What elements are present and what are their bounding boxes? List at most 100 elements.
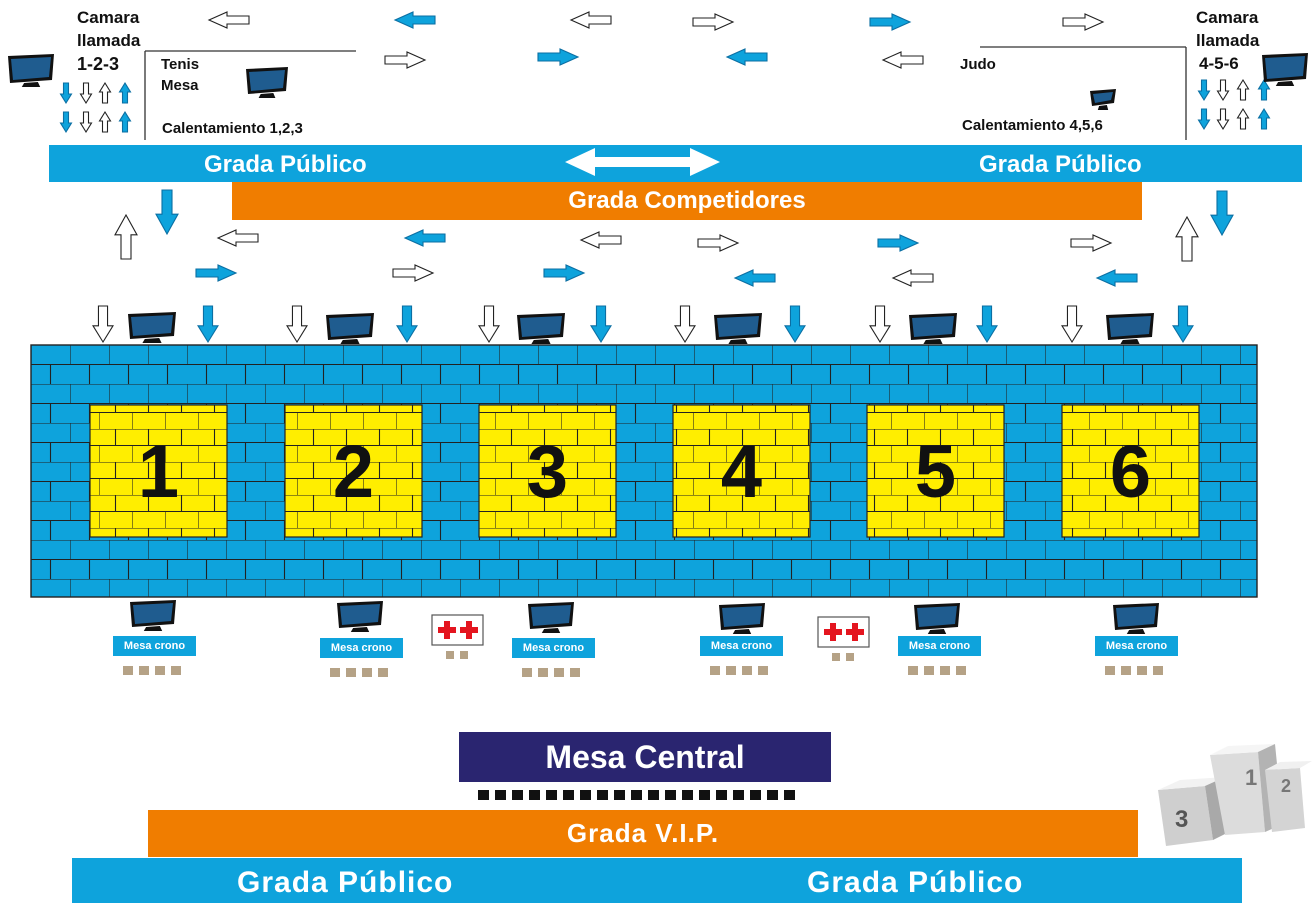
arrow-icon xyxy=(725,48,768,66)
chair-icon xyxy=(346,668,356,677)
arrow-icon xyxy=(1197,108,1211,131)
chair-icon xyxy=(171,666,181,675)
chair-icon xyxy=(1105,666,1115,675)
public-stand-bottom-left-label: Grada Público xyxy=(237,866,454,899)
vip-stand: Grada V.I.P. xyxy=(148,810,1138,857)
arrow-icon xyxy=(197,305,219,344)
arrow-icon xyxy=(1257,107,1271,130)
public-stand-top: Grada Público Grada Público xyxy=(49,145,1302,182)
competition-area-6 xyxy=(1061,404,1200,538)
central-table: Mesa Central xyxy=(459,732,831,782)
chair-icon xyxy=(742,666,752,675)
chair-icon xyxy=(563,790,574,800)
tenis-label: Tenis xyxy=(161,56,200,73)
arrow-icon xyxy=(1257,78,1271,101)
competition-area-4 xyxy=(672,404,811,538)
chair-icon xyxy=(597,790,608,800)
timing-table-5: Mesa crono xyxy=(898,636,981,656)
mesa-label: Mesa xyxy=(161,77,199,94)
timing-table-3: Mesa crono xyxy=(512,638,595,658)
competition-area-3 xyxy=(478,404,617,538)
public-stand-top-left-label: Grada Público xyxy=(204,151,367,178)
arrow-icon xyxy=(478,305,500,344)
chair-icon xyxy=(758,666,768,675)
podium-third-label: 3 xyxy=(1175,806,1188,833)
chair-icon xyxy=(631,790,642,800)
judo-label: Judo xyxy=(960,56,996,73)
chair-icon xyxy=(682,790,693,800)
public-stand-top-right-label: Grada Público xyxy=(979,151,1142,178)
monitor-icon xyxy=(914,603,960,634)
arrow-icon xyxy=(1095,269,1138,287)
arrow-icon xyxy=(98,81,112,104)
monitor-icon xyxy=(8,54,54,87)
camara-right-line2: llamada xyxy=(1196,31,1260,50)
arrow-icon xyxy=(79,82,93,105)
chair-icon xyxy=(710,666,720,675)
monitor-icon xyxy=(130,600,176,631)
chair-icon xyxy=(924,666,934,675)
chair-icon xyxy=(139,666,149,675)
monitor-icon xyxy=(1113,603,1159,634)
chair-icon xyxy=(665,790,676,800)
central-table-label: Mesa Central xyxy=(545,738,745,775)
arrow-icon xyxy=(98,110,112,133)
arrow-icon xyxy=(881,51,924,69)
arrow-icon xyxy=(537,48,580,66)
chair-icon xyxy=(529,790,540,800)
arrow-icon xyxy=(207,11,250,29)
central-table-chairs xyxy=(478,790,795,800)
timing-table-2: Mesa crono xyxy=(320,638,403,658)
arrow-icon xyxy=(393,11,436,29)
arrow-icon xyxy=(392,264,435,282)
chair-icon xyxy=(478,790,489,800)
camara-left-line1: Camara xyxy=(77,8,140,27)
double-arrow-icon xyxy=(565,148,720,176)
monitor-icon xyxy=(326,313,374,344)
area-number-4: 4 xyxy=(720,429,763,513)
arrow-icon xyxy=(1197,79,1211,102)
arrow-icon xyxy=(869,305,891,344)
chair-icon xyxy=(1153,666,1163,675)
timing-table-1: Mesa crono xyxy=(113,636,196,656)
monitor-icon xyxy=(528,602,574,633)
chair-icon xyxy=(750,790,761,800)
monitor-icon xyxy=(246,67,288,98)
arrow-icon xyxy=(877,234,920,252)
public-stand-bottom: Grada Público Grada Público xyxy=(72,858,1242,903)
competition-floor xyxy=(30,344,1258,598)
arrow-icon xyxy=(1175,215,1199,262)
competitors-stand: Grada Competidores xyxy=(232,182,1142,220)
chair-icon xyxy=(362,668,372,677)
chair-icon xyxy=(1121,666,1131,675)
arrow-icon xyxy=(1236,78,1250,101)
arrow-icon xyxy=(1070,234,1113,252)
chair-icon xyxy=(956,666,966,675)
chair-icon xyxy=(495,790,506,800)
chair-icon xyxy=(546,790,557,800)
chair-icon xyxy=(580,790,591,800)
arrow-icon xyxy=(692,13,735,31)
arrow-icon xyxy=(590,305,612,344)
public-stand-bottom-right-label: Grada Público xyxy=(807,866,1024,899)
arrow-icon xyxy=(869,13,912,31)
arrow-icon xyxy=(1216,79,1230,102)
arrow-icon xyxy=(114,213,138,260)
monitor-icon xyxy=(719,603,765,634)
arrow-icon xyxy=(1062,13,1105,31)
chair-icon xyxy=(614,790,625,800)
competition-area-1 xyxy=(89,404,228,538)
arrow-icon xyxy=(976,305,998,344)
chair-icon xyxy=(570,668,580,677)
first-aid-icon xyxy=(817,616,870,661)
arrow-icon xyxy=(1216,108,1230,131)
arrow-icon xyxy=(216,229,259,247)
chair-icon xyxy=(726,666,736,675)
chair-icon xyxy=(123,666,133,675)
monitor-icon xyxy=(1090,89,1116,110)
camara-left-line2: llamada xyxy=(77,31,141,50)
arrow-icon xyxy=(118,81,132,104)
monitor-icon xyxy=(337,601,383,632)
area-number-1: 1 xyxy=(137,429,180,513)
